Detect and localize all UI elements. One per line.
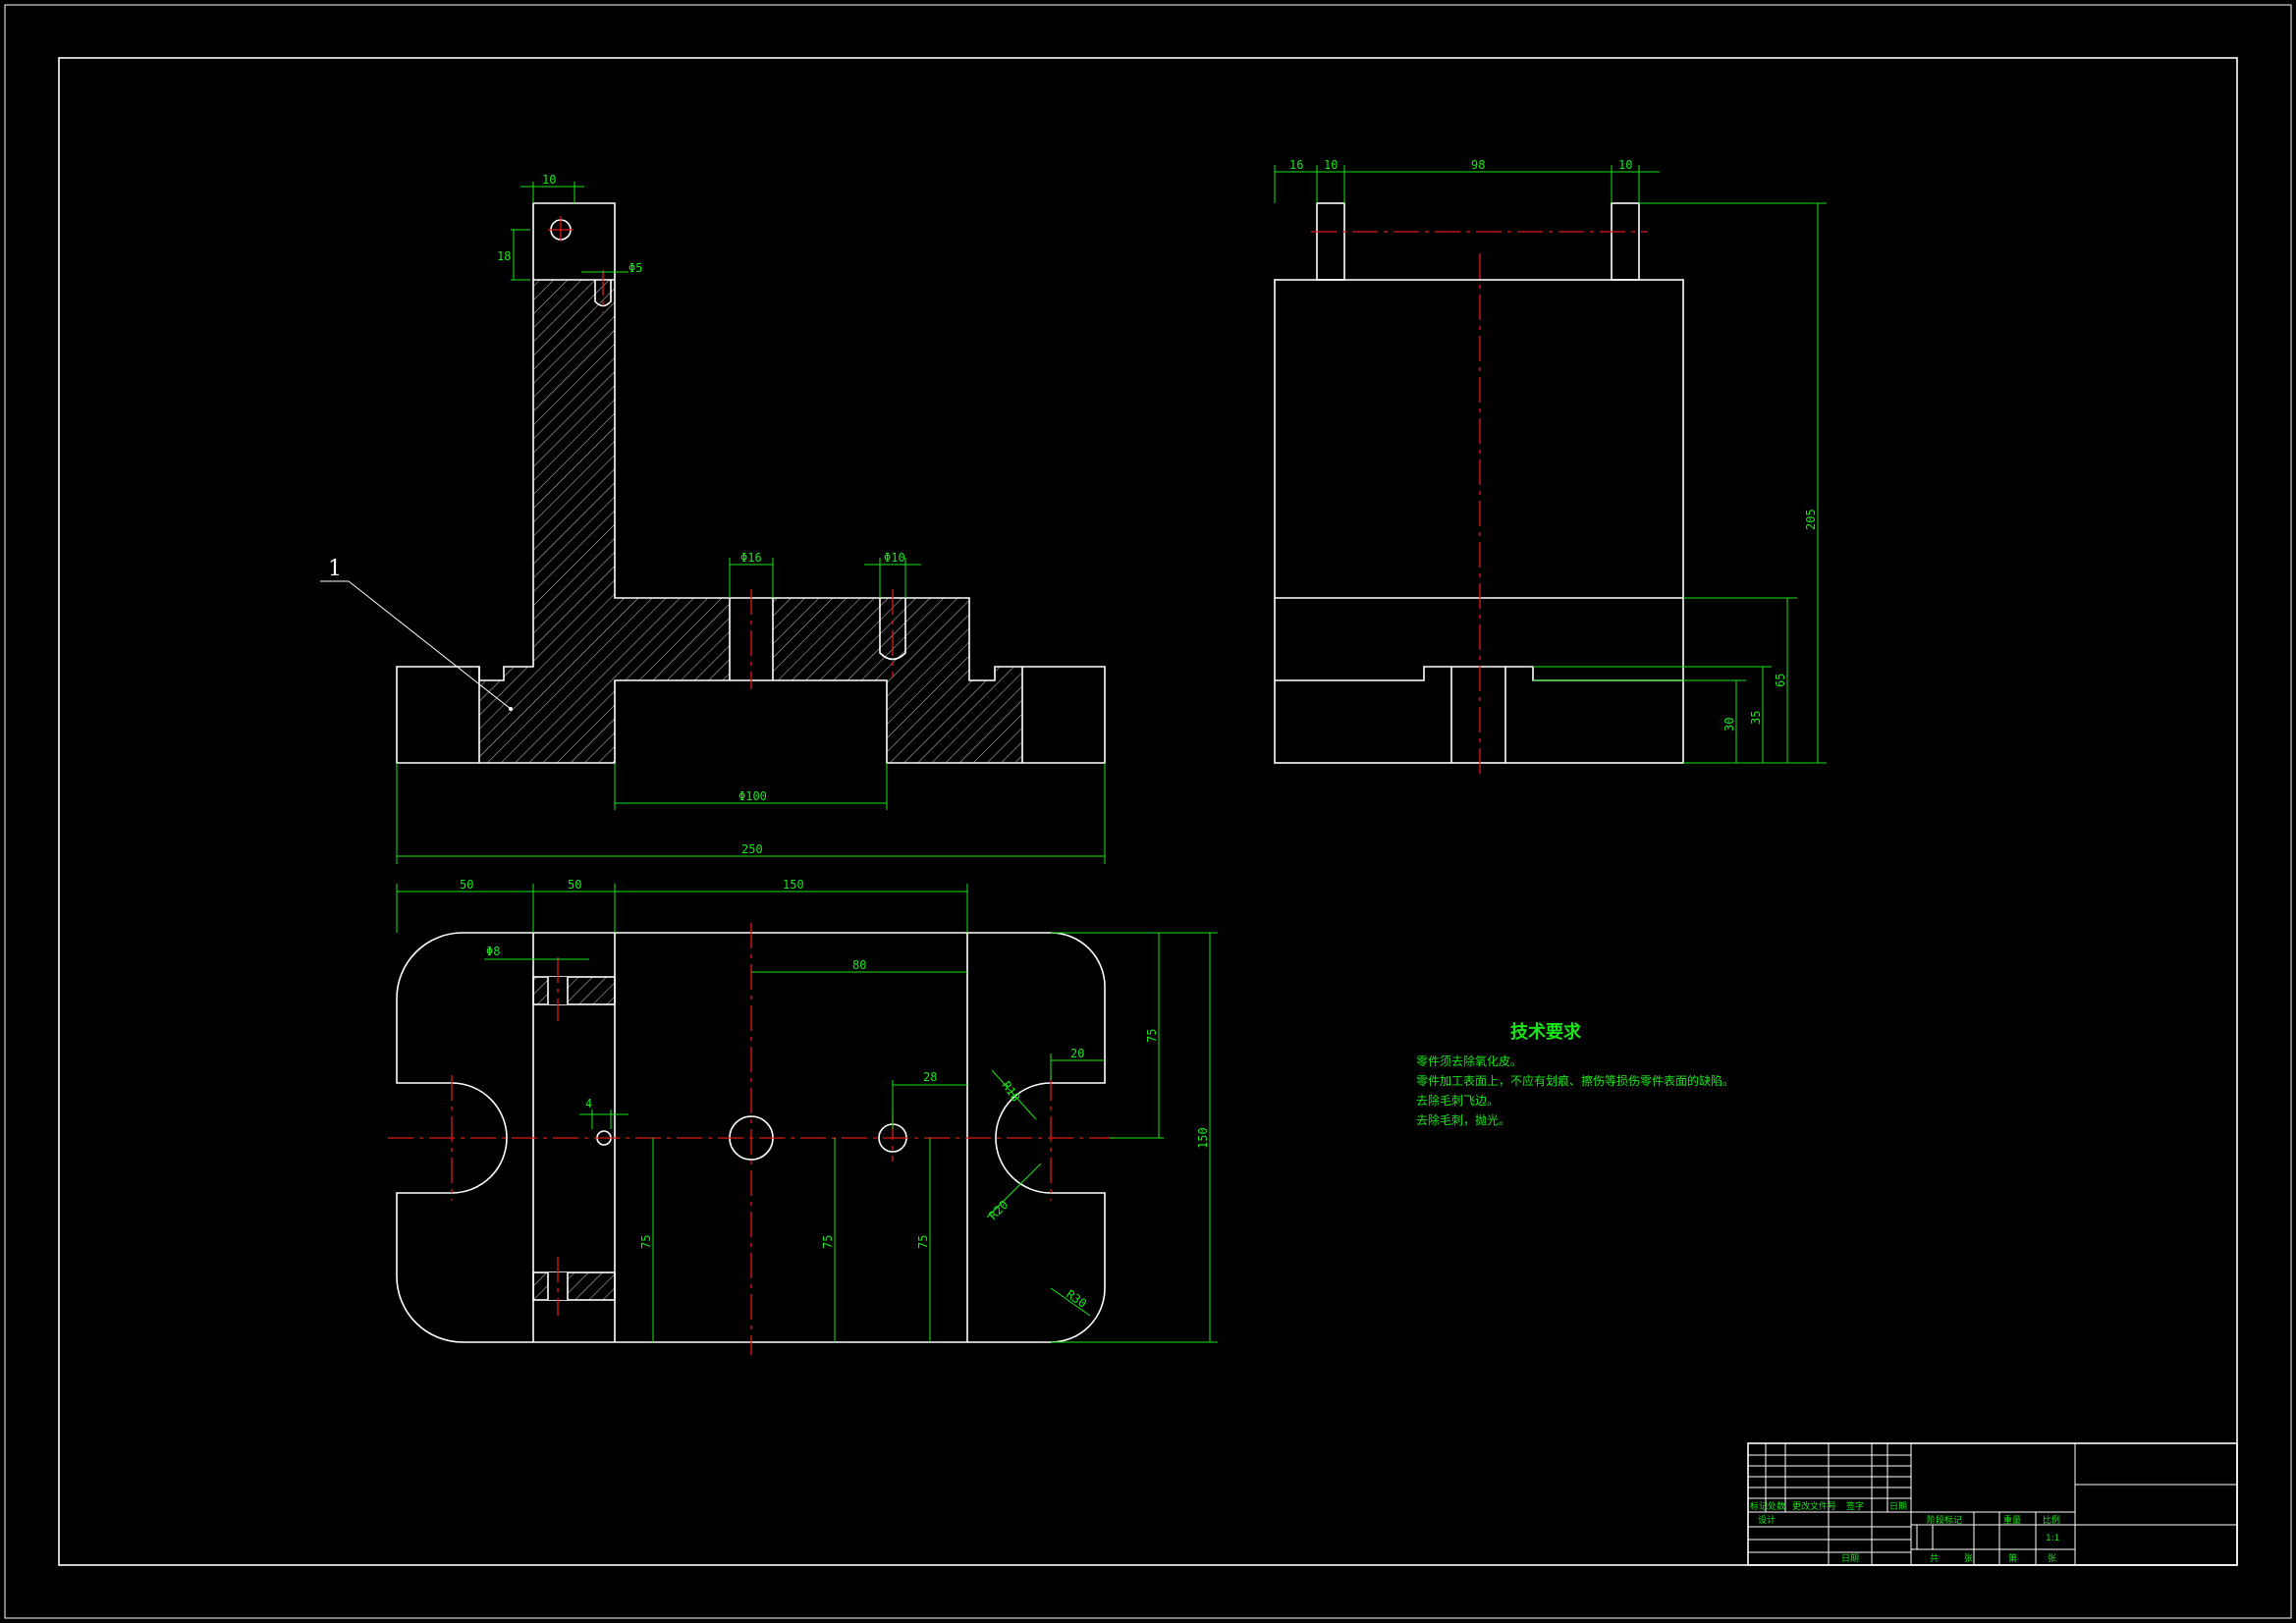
tech-line-1: 零件须去除氧化皮。 bbox=[1416, 1054, 1522, 1068]
dim-top-4: 4 bbox=[585, 1097, 592, 1110]
svg-text:日期: 日期 bbox=[1889, 1501, 1907, 1512]
dim-pin-offset: 18 bbox=[497, 249, 511, 263]
dim-top-seg-3: 150 bbox=[783, 878, 804, 892]
side-view: 16 10 98 10 205 65 35 30 bbox=[1274, 158, 1827, 776]
dim-overall-width: 250 bbox=[741, 842, 763, 856]
svg-text:张: 张 bbox=[1964, 1553, 1973, 1564]
dim-bore-2: Φ10 bbox=[884, 551, 905, 565]
dim-top-75: 75 bbox=[1145, 1029, 1159, 1043]
dim-side-65: 65 bbox=[1774, 674, 1787, 687]
dim-side-30: 30 bbox=[1722, 718, 1736, 731]
svg-text:重量: 重量 bbox=[2003, 1514, 2021, 1526]
dim-top-r20: R20 bbox=[986, 1198, 1011, 1222]
inner-drawing-frame bbox=[58, 57, 2238, 1566]
dim-top-80: 80 bbox=[852, 958, 866, 972]
tech-requirements: 技术要求 零件须去除氧化皮。 零件加工表面上，不应有划痕、擦伤等损伤零件表面的缺… bbox=[1416, 1021, 1734, 1127]
dim-side-pin-left: 10 bbox=[1324, 158, 1338, 172]
dim-small-hole: Φ5 bbox=[629, 261, 642, 275]
front-hatch-column bbox=[479, 280, 730, 763]
svg-text:共: 共 bbox=[1930, 1553, 1939, 1564]
dim-top-150: 150 bbox=[1196, 1127, 1210, 1149]
title-block: 标记 处数 更改文件号 签字 日期 设计 日期 阶段标记 重量 比例 1:1 共… bbox=[1747, 1442, 2238, 1566]
svg-text:张: 张 bbox=[2048, 1553, 2056, 1564]
dim-top-hole-dia: Φ8 bbox=[486, 945, 500, 958]
svg-text:日期: 日期 bbox=[1841, 1553, 1859, 1564]
svg-text:第: 第 bbox=[2008, 1552, 2017, 1564]
svg-text:签字: 签字 bbox=[1846, 1500, 1864, 1512]
front-hatch-right bbox=[887, 667, 1022, 763]
dim-side-35: 35 bbox=[1749, 711, 1763, 725]
svg-text:1:1: 1:1 bbox=[2046, 1534, 2059, 1543]
top-hatch-upper bbox=[533, 977, 615, 1004]
tech-line-2: 零件加工表面上，不应有划痕、擦伤等损伤零件表面的缺陷。 bbox=[1416, 1073, 1734, 1088]
svg-text:标记: 标记 bbox=[1750, 1500, 1768, 1512]
svg-text:处数: 处数 bbox=[1768, 1500, 1785, 1512]
top-view: 50 50 150 Φ8 80 28 20 R18 75 150 4 75 75… bbox=[388, 878, 1218, 1355]
dim-top-28: 28 bbox=[923, 1070, 937, 1084]
dim-center-bore: Φ100 bbox=[738, 789, 767, 803]
svg-text:比例: 比例 bbox=[2043, 1514, 2060, 1526]
dim-top-r30: R30 bbox=[1064, 1287, 1089, 1311]
outer-sheet-border bbox=[4, 4, 2292, 1619]
dim-top-v75-a: 75 bbox=[639, 1235, 653, 1249]
tech-requirements-title: 技术要求 bbox=[1510, 1021, 1582, 1043]
top-hatch-lower bbox=[533, 1272, 615, 1300]
dim-top-v75-b: 75 bbox=[821, 1235, 835, 1249]
front-outline bbox=[396, 202, 1106, 764]
dim-side-pin-spacing: 98 bbox=[1471, 158, 1485, 172]
svg-text:设计: 设计 bbox=[1758, 1514, 1776, 1526]
svg-text:更改文件号: 更改文件号 bbox=[1792, 1500, 1836, 1512]
front-hatch-mid bbox=[773, 598, 969, 680]
tech-line-3: 去除毛刺飞边。 bbox=[1416, 1093, 1499, 1108]
tech-line-4: 去除毛刺，抛光。 bbox=[1416, 1112, 1510, 1127]
dim-top-width: 10 bbox=[542, 173, 556, 187]
dim-top-seg-1: 50 bbox=[460, 878, 473, 892]
svg-text:阶段标记: 阶段标记 bbox=[1927, 1514, 1962, 1526]
part-label: 1 bbox=[328, 557, 342, 581]
front-view: 1 10 18 Φ5 Φ16 Φ10 Φ100 250 bbox=[320, 173, 1106, 864]
dim-side-left-edge: 16 bbox=[1289, 158, 1303, 172]
dim-top-v75-c: 75 bbox=[916, 1235, 930, 1249]
dim-side-total-height: 205 bbox=[1804, 509, 1818, 530]
dim-top-seg-2: 50 bbox=[568, 878, 581, 892]
dim-side-pin-right: 10 bbox=[1618, 158, 1632, 172]
dim-top-20: 20 bbox=[1070, 1047, 1084, 1060]
dim-bore-1: Φ16 bbox=[740, 551, 762, 565]
